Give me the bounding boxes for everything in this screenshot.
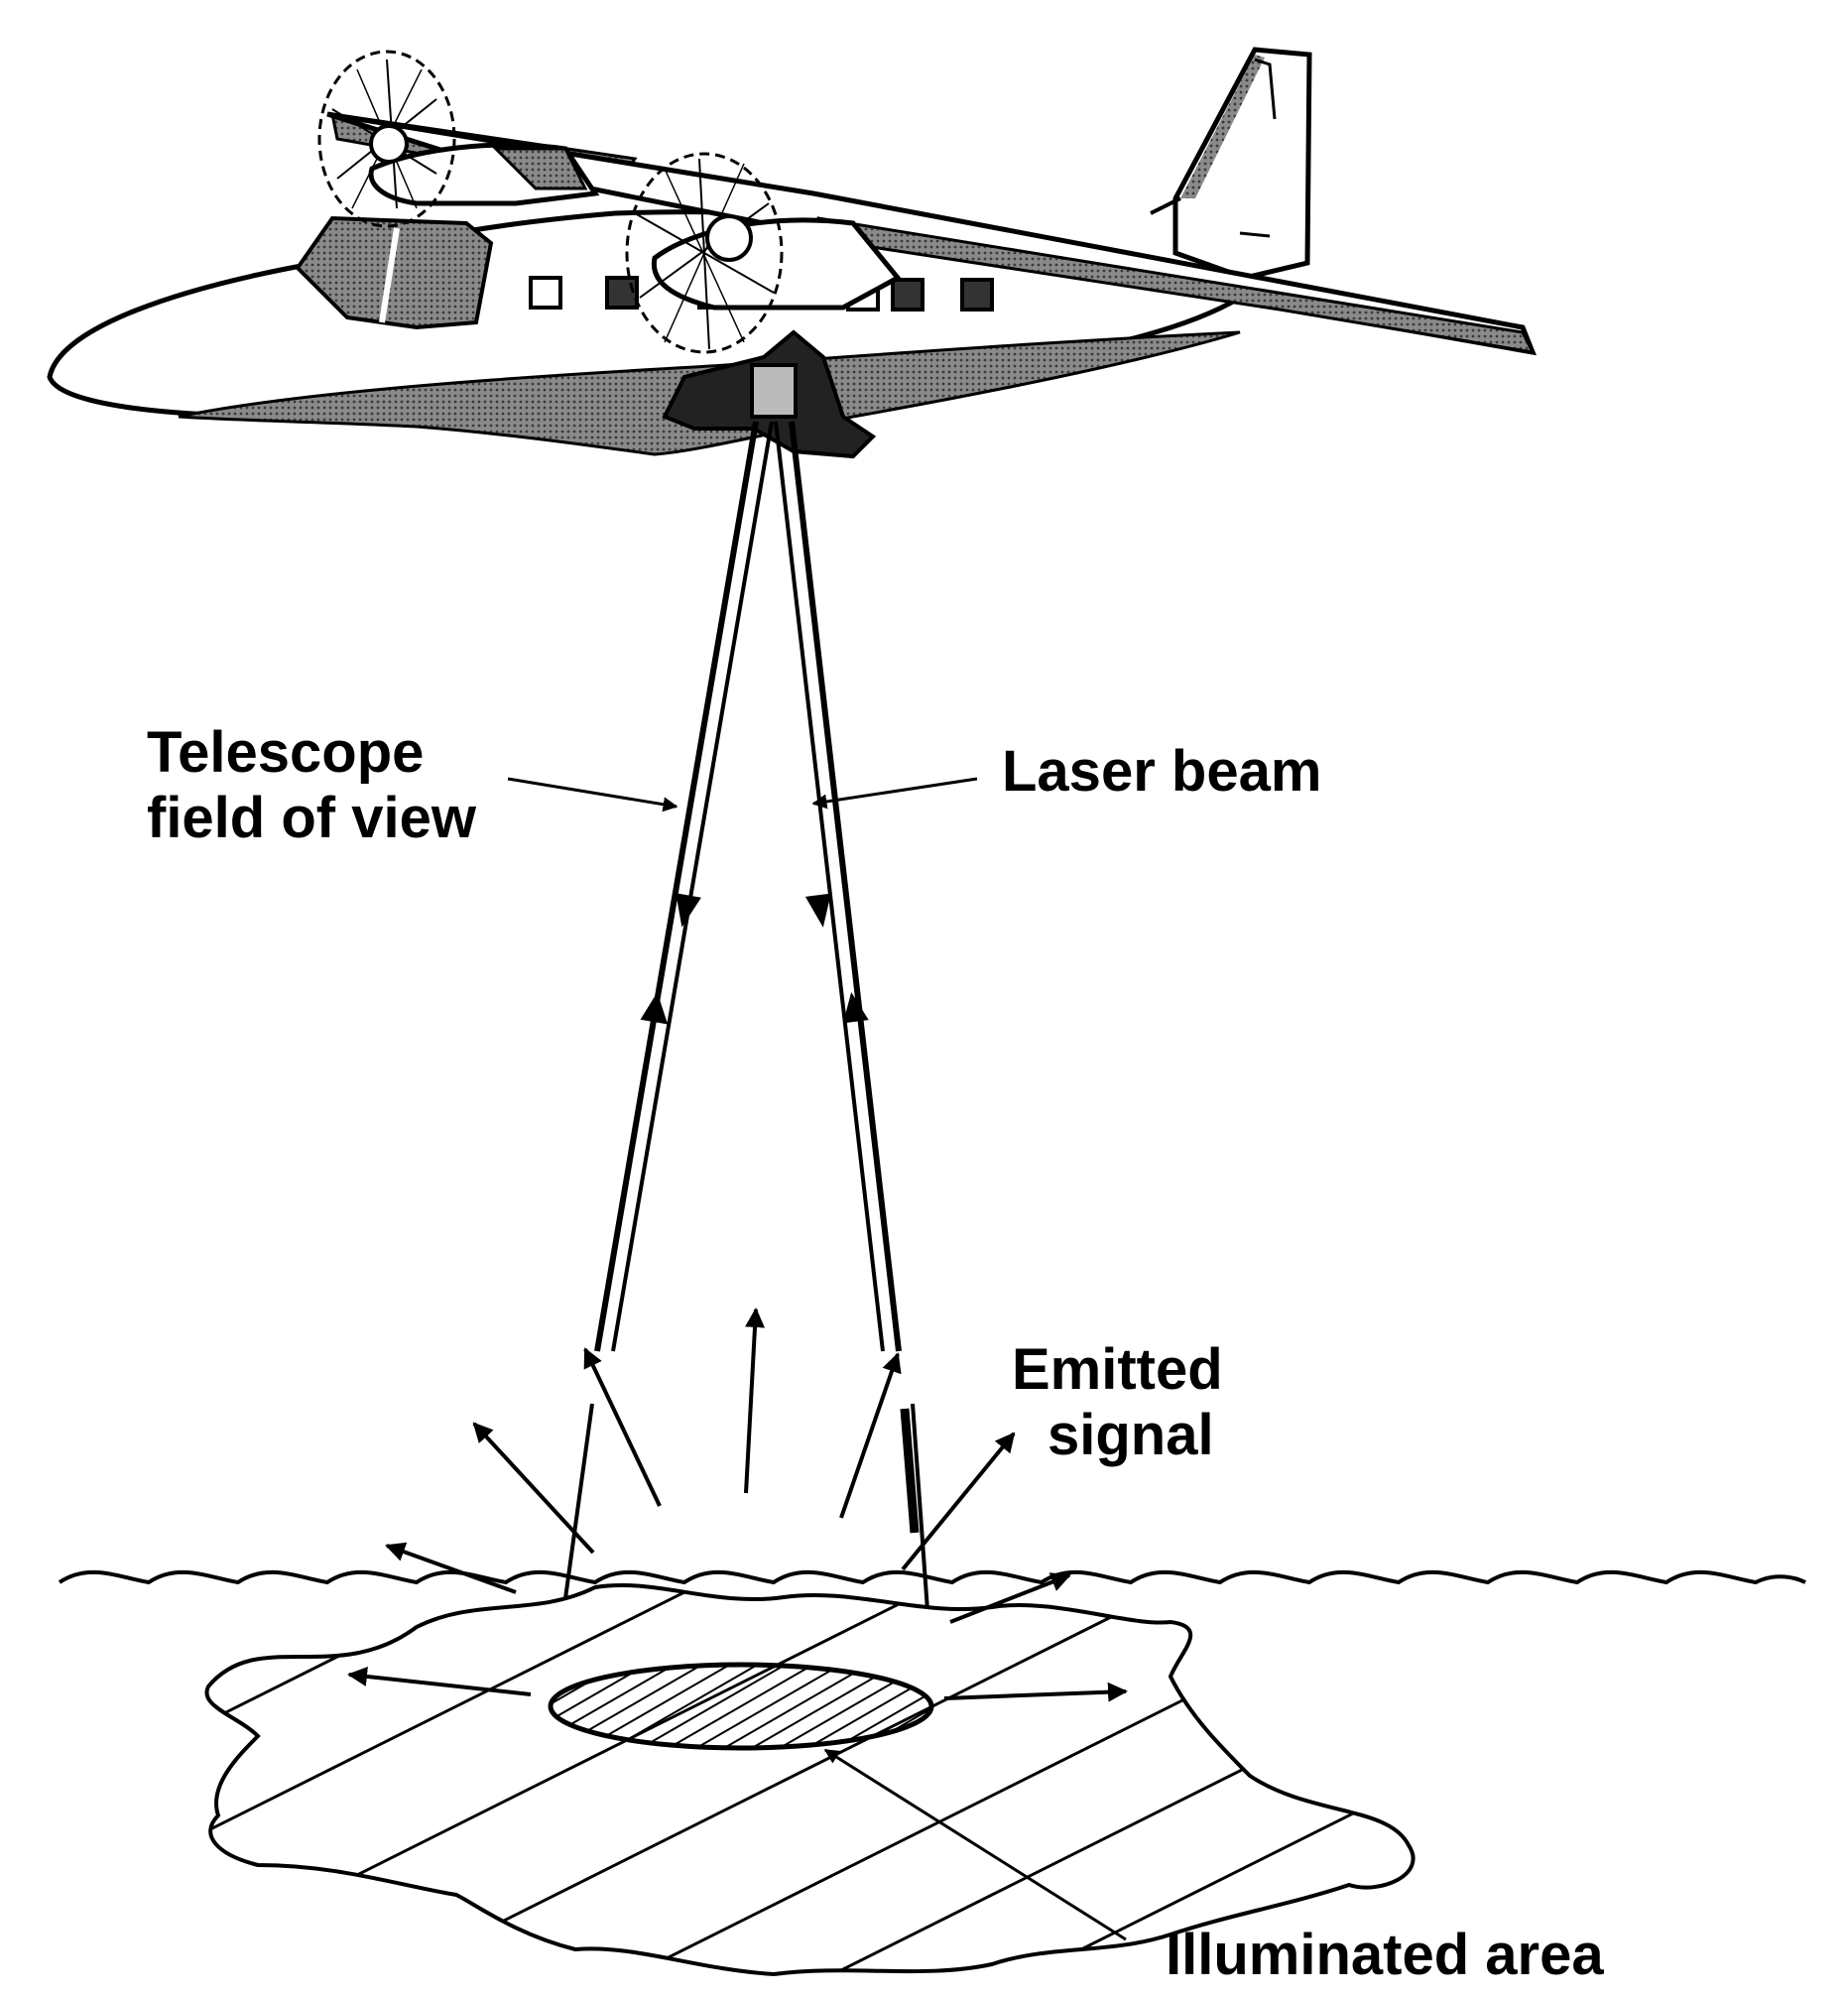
propeller-left	[317, 50, 456, 228]
beam-direction-arrows	[640, 893, 869, 1025]
airplane	[47, 47, 1537, 459]
emitted-label-line2: signal	[1047, 1403, 1214, 1467]
window	[605, 276, 639, 310]
illuminated-label-line1: Illuminated area	[1166, 1923, 1604, 1987]
emitted-signal-arrows	[347, 1308, 1128, 1702]
emitted-signal-label: Emitted signal	[1012, 1337, 1223, 1468]
laser-unit	[750, 363, 798, 419]
laser-label-line1: Laser beam	[1002, 739, 1322, 804]
window	[529, 276, 562, 310]
emitted-label-line1: Emitted	[1012, 1337, 1223, 1402]
telescope-field-of-view	[594, 421, 774, 1352]
cockpit-window	[295, 215, 494, 330]
telescope-pointer-arrow	[507, 777, 678, 812]
telescope-label-line2: field of view	[147, 786, 476, 850]
water-surface	[58, 1569, 1806, 1585]
tail-fin	[1172, 47, 1312, 281]
window	[960, 278, 994, 312]
laser-beam	[774, 421, 902, 1352]
propeller-right	[625, 152, 784, 354]
telescope-field-of-view-label: Telescope field of view	[147, 720, 476, 851]
illuminated-pointer-arrow	[823, 1748, 1127, 1941]
laser-pointer-arrow	[811, 777, 978, 810]
telescope-label-line1: Telescope	[147, 720, 425, 785]
illuminated-area-label: Illuminated area	[1166, 1923, 1604, 1988]
laser-beam-label: Laser beam	[1002, 739, 1321, 805]
window	[891, 278, 924, 312]
illuminated-spot	[548, 1662, 934, 1751]
